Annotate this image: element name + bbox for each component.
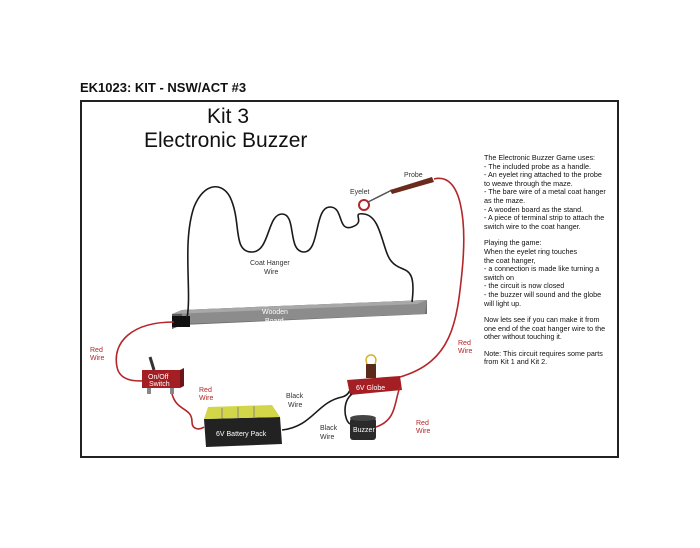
playing-line: switch on [484, 272, 514, 282]
note-line: Note: This circuit requires some parts [484, 348, 603, 358]
red-wire-left-label-line1: Red [90, 347, 103, 354]
uses-line: - A piece of terminal strip to attach th… [484, 213, 605, 223]
red-wire-mid-label-line1: Red [199, 387, 212, 394]
on-off-switch[interactable] [142, 356, 184, 394]
note-line: from Kit 1 and Kit 2. [484, 357, 548, 367]
uses-section: The Electronic Buzzer Game uses: - The i… [484, 153, 616, 231]
uses-line: - An eyelet ring attached to the probe [484, 170, 602, 180]
black-wire-globe-to-buzzer [344, 393, 353, 425]
red-wire-bottom-label-line2: Wire [416, 428, 430, 435]
red-wire-right-label-line2: Wire [458, 348, 472, 355]
switch-label-line2: Switch [149, 381, 170, 388]
playing-line: will light up. [484, 298, 522, 308]
wooden-label-line1: Wooden [262, 309, 288, 316]
probe-handle [390, 177, 434, 194]
playing-line: - a connection is made like turning a [484, 264, 600, 274]
eyelet-label: Eyelet [350, 189, 370, 196]
red-wire-probe-to-globe [399, 177, 465, 378]
note-section: Note: This circuit requires some parts f… [484, 348, 616, 367]
probe-tip [367, 189, 393, 203]
black-wire-label-1-line1: Black [286, 393, 304, 400]
red-wire-mid-label-line2: Wire [199, 395, 213, 402]
red-wire-bottom-label-line1: Red [416, 420, 429, 427]
playing-line: When the eyelet ring touches [484, 246, 578, 256]
page-header: EK1023: KIT - NSW/ACT #3 [80, 80, 247, 95]
playing-heading: Playing the game: [484, 238, 542, 248]
battery-pack [204, 405, 282, 447]
coat-hanger-label-line1: Coat Hanger [250, 260, 290, 267]
globe-label: 6V Globe [356, 385, 385, 392]
black-wire-label-2-line2: Wire [320, 434, 334, 441]
wooden-board [172, 300, 427, 329]
uses-line: - A wooden board as the stand. [484, 204, 584, 214]
battery-label: 6V Battery Pack [216, 431, 267, 438]
challenge-line: one end of the coat hanger wire to the [484, 323, 606, 333]
kit-title: Kit 3 [207, 105, 250, 128]
buzzer [350, 415, 376, 440]
uses-line: switch wire to the coat hanger. [484, 221, 581, 231]
playing-section: Playing the game: When the eyelet ring t… [484, 239, 616, 308]
black-wire-label-1-line2: Wire [288, 402, 302, 409]
kit-subtitle: Electronic Buzzer [144, 129, 308, 152]
description-panel: The Electronic Buzzer Game uses: - The i… [484, 153, 616, 375]
red-wire-buzzer-to-globe [375, 386, 401, 428]
red-wire-terminal-to-switch [115, 321, 175, 382]
red-wire-left-label-line2: Wire [90, 355, 104, 362]
terminal-strip [172, 316, 190, 327]
uses-line: as the maze. [484, 195, 526, 205]
red-wire-switch-to-battery [171, 393, 205, 430]
switch-label-line1: On/Off [148, 374, 169, 381]
uses-heading: The Electronic Buzzer Game uses: [484, 153, 596, 162]
coat-hanger-wire [186, 186, 414, 319]
uses-line: - The bare wire of a metal coat hanger [484, 187, 606, 197]
black-wire-label-2-line1: Black [320, 425, 338, 432]
challenge-section: Now lets see if you can make it from one… [484, 315, 616, 342]
playing-line: - the circuit is now closed [484, 281, 565, 291]
buzzer-label: Buzzer [353, 427, 375, 434]
uses-line: - The included probe as a handle. [484, 161, 591, 171]
coat-hanger-label-line2: Wire [264, 269, 278, 276]
diagram-frame: Kit 3 Electronic Buzzer The Electronic B… [80, 100, 619, 458]
challenge-line: other without touching it. [484, 332, 562, 342]
wooden-label-line2: Board [265, 318, 284, 325]
probe-label: Probe [404, 172, 423, 179]
playing-line: the coat hanger, [484, 255, 536, 265]
circuit-diagram: Wooden Board Coat Hanger Wire Eyelet Pro… [90, 172, 472, 447]
eyelet-ring [358, 199, 370, 211]
globe [347, 354, 402, 395]
playing-line: - the buzzer will sound and the globe [484, 289, 602, 299]
uses-line: to weave through the maze. [484, 178, 573, 188]
challenge-line: Now lets see if you can make it from [484, 315, 600, 325]
red-wire-right-label-line1: Red [458, 340, 471, 347]
